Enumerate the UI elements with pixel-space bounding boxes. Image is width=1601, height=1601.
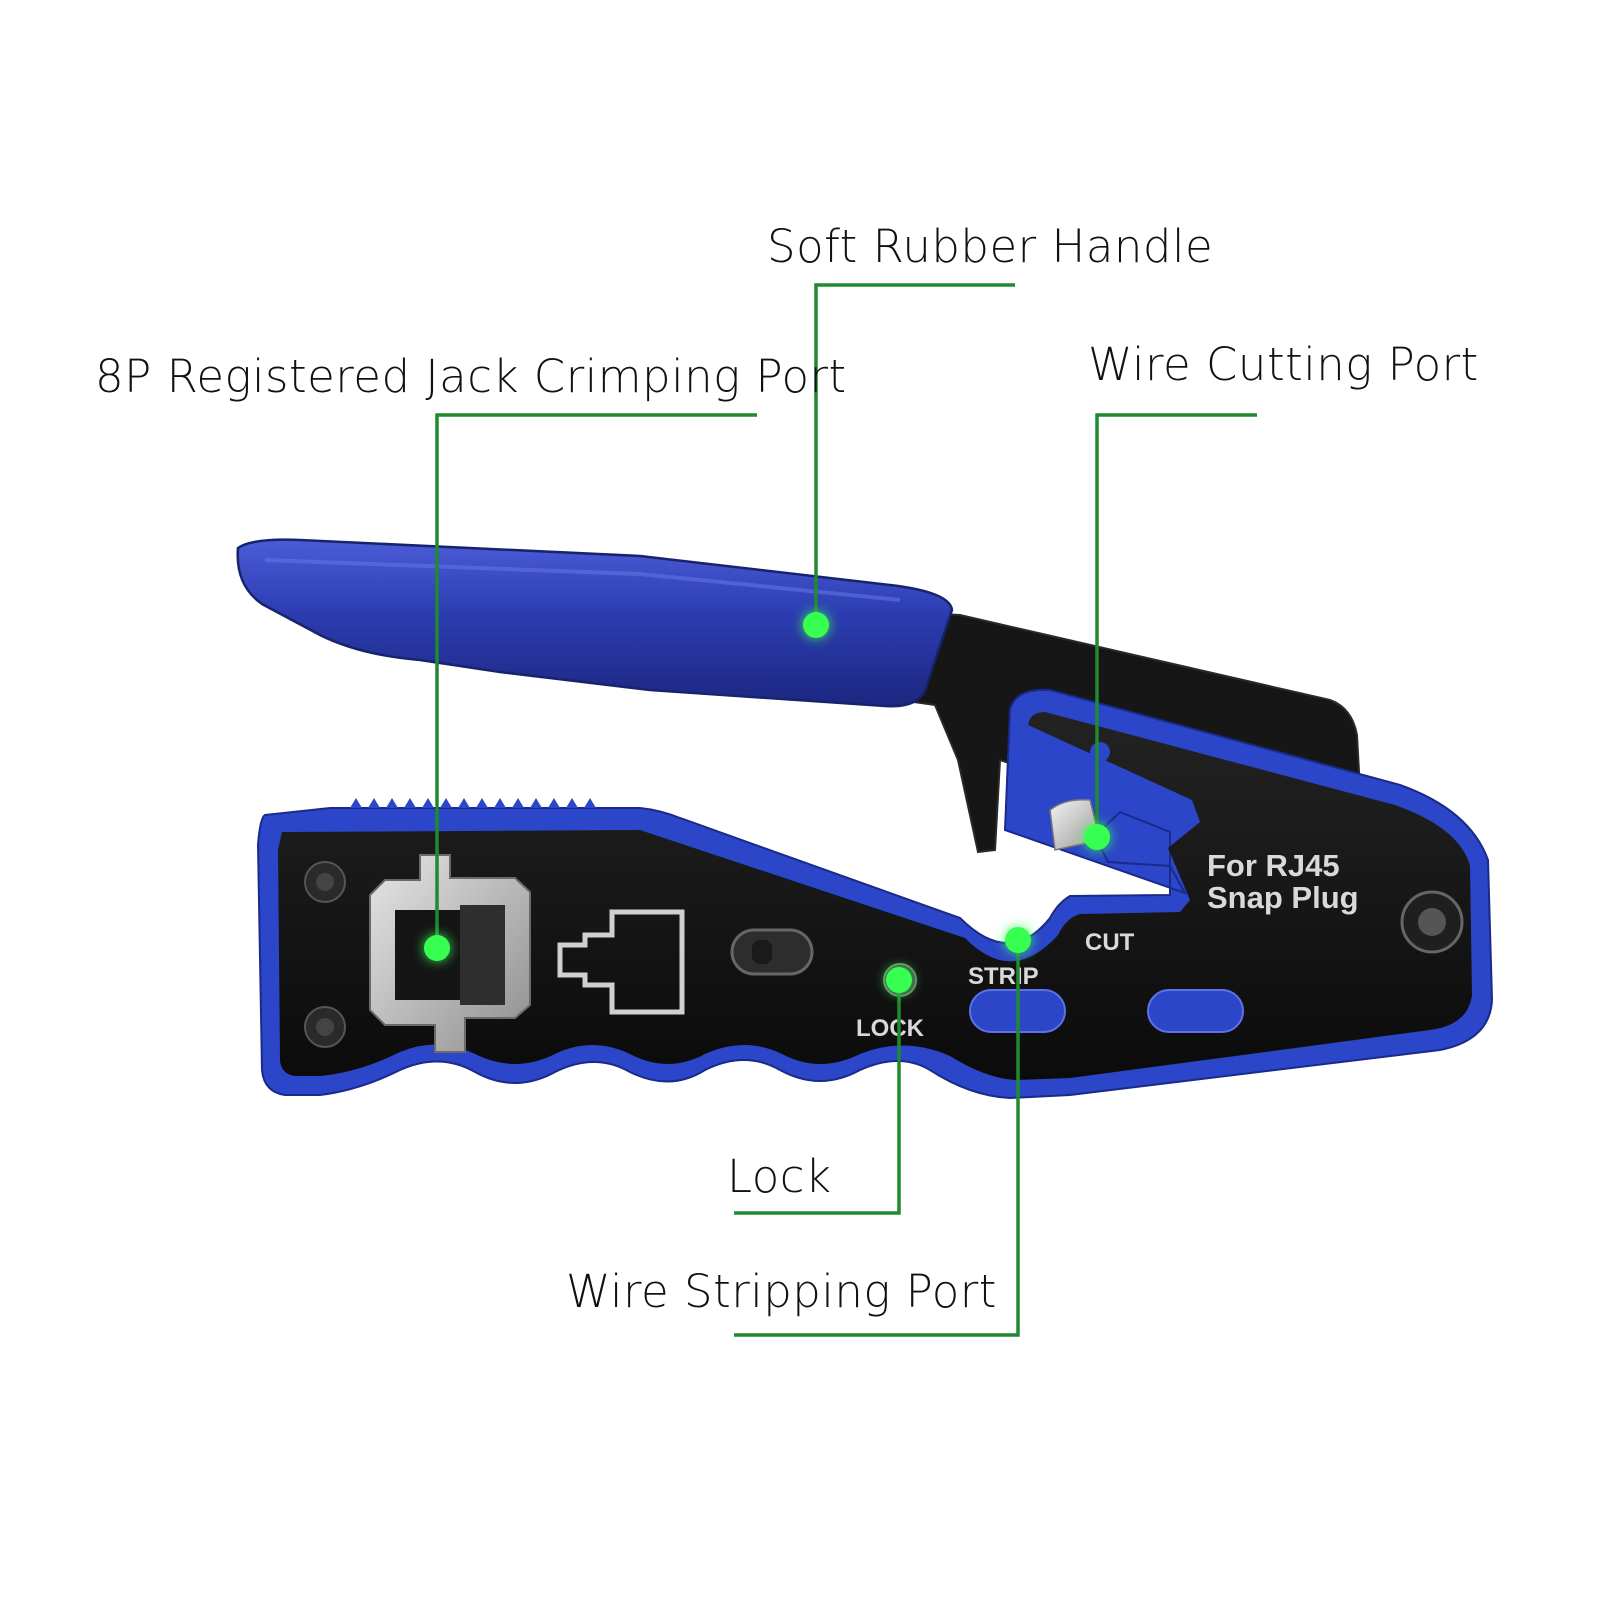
ratchet-teeth <box>350 798 596 808</box>
marking-brand-line2: Snap Plug <box>1207 880 1359 915</box>
marking-brand-line1: For RJ45 <box>1207 848 1340 883</box>
dot-strip <box>1005 927 1031 953</box>
dot-cut <box>1084 824 1110 850</box>
lower-body-face <box>278 712 1472 1080</box>
rj45-plug-icon <box>557 909 685 1015</box>
cut-pad <box>1147 989 1244 1033</box>
marking-lock: LOCK <box>856 1015 925 1042</box>
dot-crimp <box>424 935 450 961</box>
handle-highlight <box>264 558 901 602</box>
leader-handle <box>814 283 1015 625</box>
slide-switch <box>730 928 814 976</box>
leader-crimp <box>435 413 757 948</box>
crimping-tool: For RJ45 Snap Plug CUT STRIP LOCK <box>236 538 1494 1100</box>
screw-bottom-left <box>304 1006 346 1048</box>
leader-cut <box>1095 413 1257 837</box>
marker-dots <box>424 612 1110 993</box>
label-crimping-port: 8P Registered Jack Crimping Port <box>95 350 847 403</box>
marking-strip: STRIP <box>968 963 1039 990</box>
label-wire-cutting-port: Wire Cutting Port <box>1088 338 1479 391</box>
leader-lines <box>435 283 1257 1337</box>
soft-rubber-handle <box>236 538 954 708</box>
leader-strip <box>734 940 1020 1337</box>
label-soft-rubber-handle: Soft Rubber Handle <box>767 220 1213 273</box>
dot-handle <box>803 612 829 638</box>
pivot-screw <box>1400 890 1464 954</box>
label-lock: Lock <box>727 1150 832 1203</box>
label-wire-stripping-port: Wire Stripping Port <box>566 1265 997 1318</box>
upper-rivet <box>1090 742 1110 762</box>
leader-lock <box>734 980 901 1215</box>
screw-top-left <box>304 861 346 903</box>
dot-lock <box>886 967 912 993</box>
marking-cut: CUT <box>1085 929 1135 956</box>
